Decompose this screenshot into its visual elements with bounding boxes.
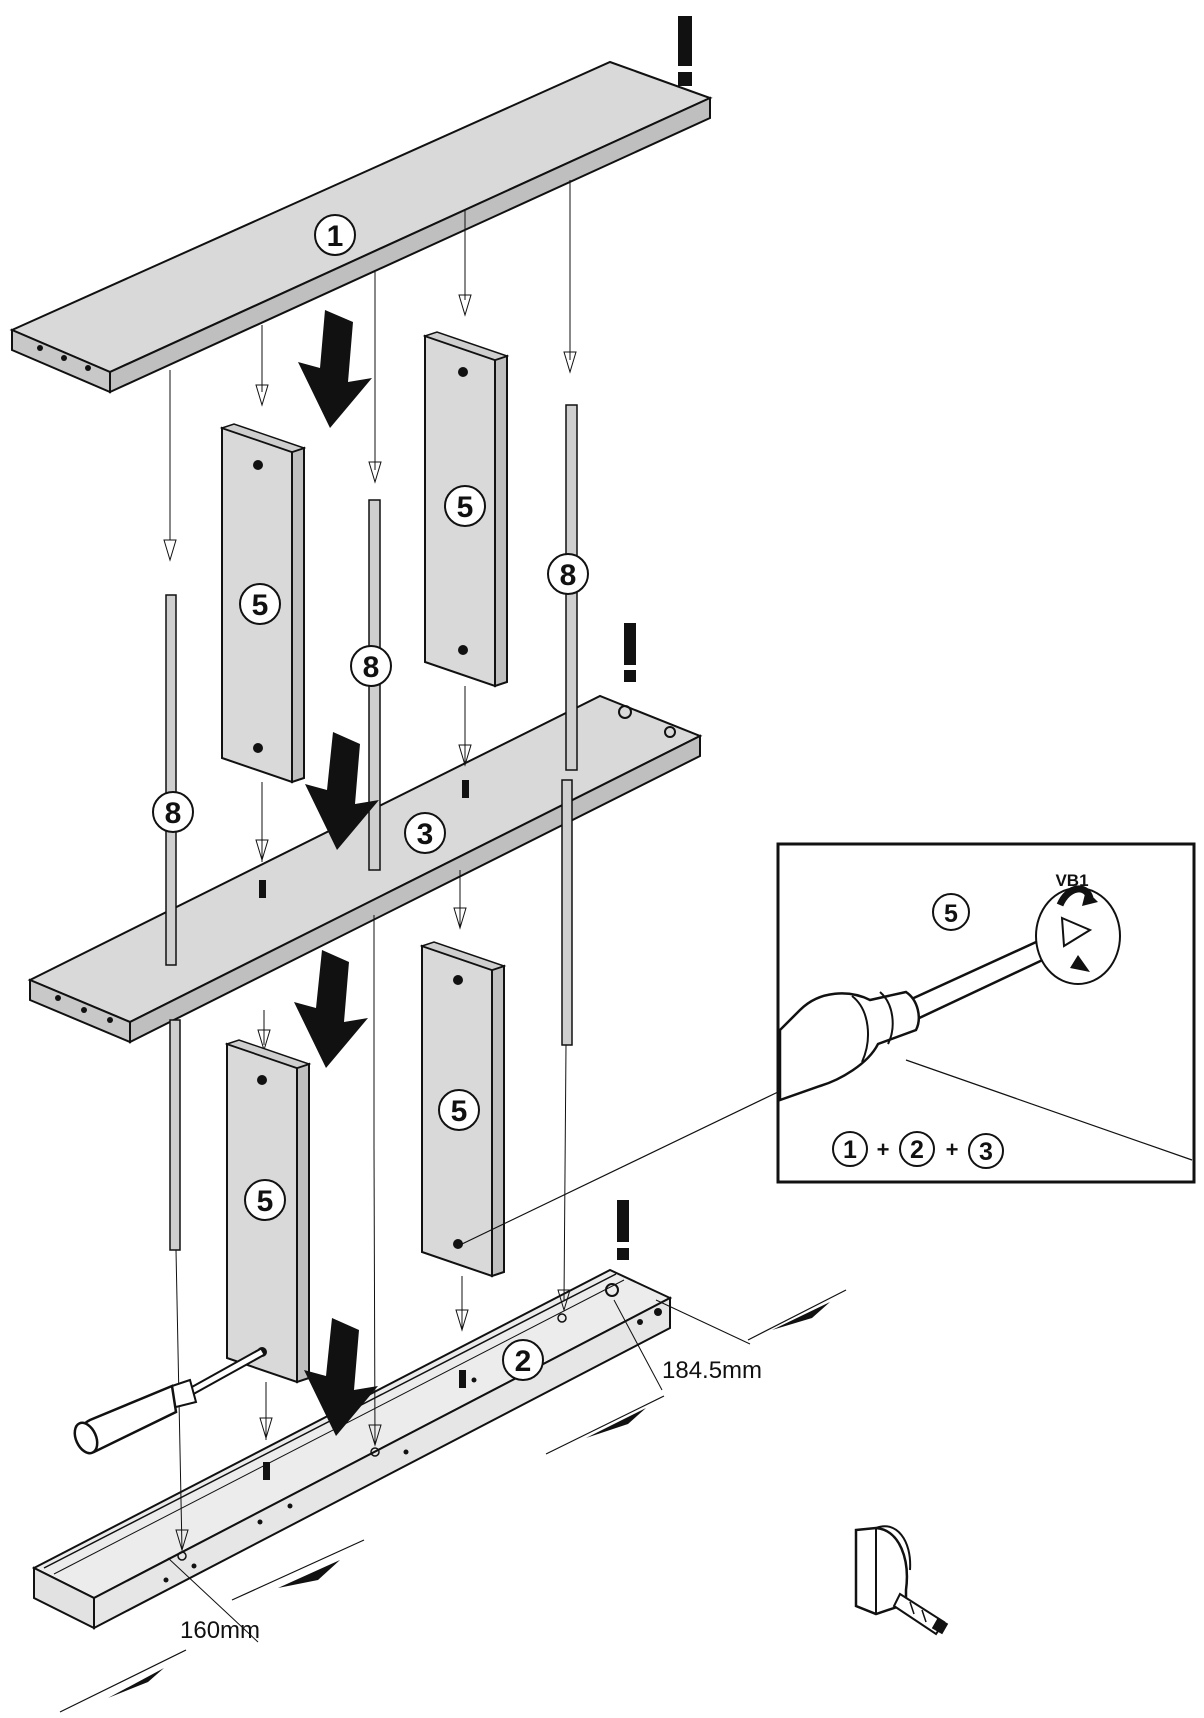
svg-text:5: 5 [451, 1095, 468, 1128]
part-number-3: 3 [417, 818, 434, 851]
tape-measure-icon [854, 1525, 949, 1636]
part-label-rod-center: 8 [350, 645, 392, 687]
dimension-184-5mm: 184.5mm [545, 1289, 847, 1455]
part-label-panel-upper-right: 5 [444, 485, 486, 527]
detail-inset: VB1 5 1 + 2 + 3 [776, 842, 1196, 1184]
svg-text:8: 8 [363, 651, 380, 684]
warning-exclamation-middle [624, 623, 636, 682]
svg-text:5: 5 [457, 491, 474, 524]
detail-part-5: 5 [944, 900, 958, 928]
down-arrow-icon [294, 950, 368, 1068]
combo-part-3: 3 [979, 1138, 993, 1166]
part-label-rod-left: 8 [152, 791, 194, 833]
top-board [9, 60, 713, 394]
dimension-160mm: 160mm [59, 1539, 365, 1713]
combo-plus: + [877, 1137, 890, 1162]
dimension-label-184-5: 184.5mm [662, 1357, 762, 1384]
svg-text:+: + [946, 1137, 959, 1162]
svg-text:8: 8 [560, 559, 577, 592]
screw-code-label: VB1 [1055, 871, 1088, 890]
middle-board [27, 694, 703, 1044]
dowel-rod-center [368, 272, 382, 1447]
down-arrow-icon [305, 732, 379, 850]
screwdriver-icon [73, 1348, 265, 1455]
down-arrow-icon [304, 1318, 378, 1436]
down-arrow-icon [298, 310, 372, 428]
detail-leader-line [461, 1091, 779, 1245]
part-number-2: 2 [515, 1345, 532, 1378]
warning-exclamation-top [678, 16, 692, 86]
side-panel-lower-left [224, 1010, 312, 1480]
part-label-panel-lower-right: 5 [438, 1089, 480, 1131]
part-number-8: 8 [165, 797, 182, 830]
part-label-bottom-board: 2 [502, 1339, 544, 1381]
combo-part-1: 1 [843, 1136, 857, 1164]
part-label-rod-right: 8 [547, 553, 589, 595]
part-label-top-board: 1 [314, 214, 356, 256]
bottom-board [31, 1268, 673, 1630]
dimension-label-160: 160mm [180, 1617, 260, 1644]
combo-part-2: 2 [910, 1136, 924, 1164]
part-label-panel-lower-left: 5 [244, 1179, 286, 1221]
part-number-1: 1 [327, 220, 344, 253]
part-number-5: 5 [252, 589, 269, 622]
svg-text:5: 5 [257, 1185, 274, 1218]
warning-exclamation-bottom [617, 1200, 629, 1260]
part-label-middle-board: 3 [404, 812, 446, 854]
part-label-panel-upper-left: 5 [239, 583, 281, 625]
